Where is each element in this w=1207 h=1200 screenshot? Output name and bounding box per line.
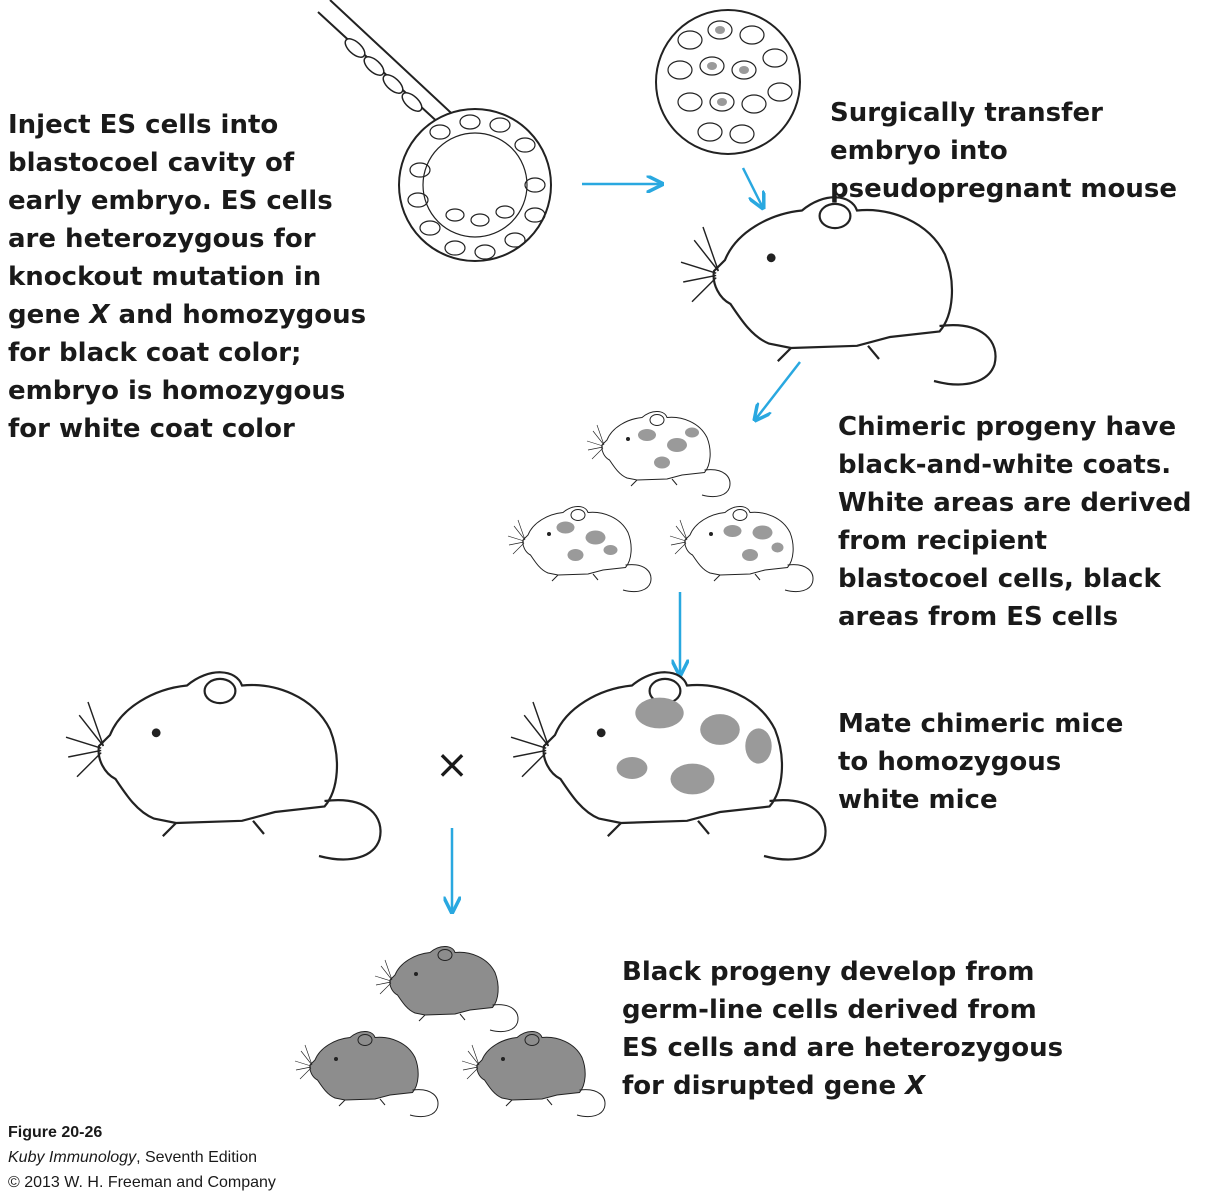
pseudopregnant-mouse-icon (679, 196, 997, 386)
step-5-caption: Black progeny develop from germ-line cel… (622, 957, 1064, 1101)
blastocyst-icon (398, 108, 552, 262)
black-progeny-mouse-icon (374, 945, 519, 1033)
step-1-caption: Inject ES cells into blastocoel cavity o… (8, 110, 367, 444)
figure-caption: Figure 20-26 Kuby Immunology, Seventh Ed… (8, 1120, 276, 1195)
figure-number: Figure 20-26 (8, 1124, 103, 1141)
cross-symbol: × (435, 742, 469, 788)
step-2-caption: Surgically transfer embryo into pseudopr… (830, 98, 1178, 204)
flow-arrows (452, 167, 801, 912)
chimeric-mouse-icon (507, 505, 652, 593)
arrow-down-1 (741, 167, 763, 208)
figure-copyright: © 2013 W. H. Freeman and Company (8, 1174, 276, 1191)
step-3-caption: Chimeric progeny have black-and-white co… (838, 412, 1192, 632)
chimeric-mouse-icon (669, 505, 814, 593)
white-mouse-icon (64, 671, 382, 861)
embryo-icon (655, 9, 801, 155)
figure-source: Kuby Immunology, Seventh Edition (8, 1149, 258, 1166)
chimeric-mouse-icon (586, 410, 731, 498)
step-4-caption: Mate chimeric mice to homozygous white m… (838, 709, 1124, 815)
black-progeny-mouse-icon (294, 1030, 439, 1118)
large-chimeric-mouse-icon (509, 671, 827, 861)
black-progeny-mouse-icon (461, 1030, 606, 1118)
arrow-down-2 (755, 361, 801, 420)
